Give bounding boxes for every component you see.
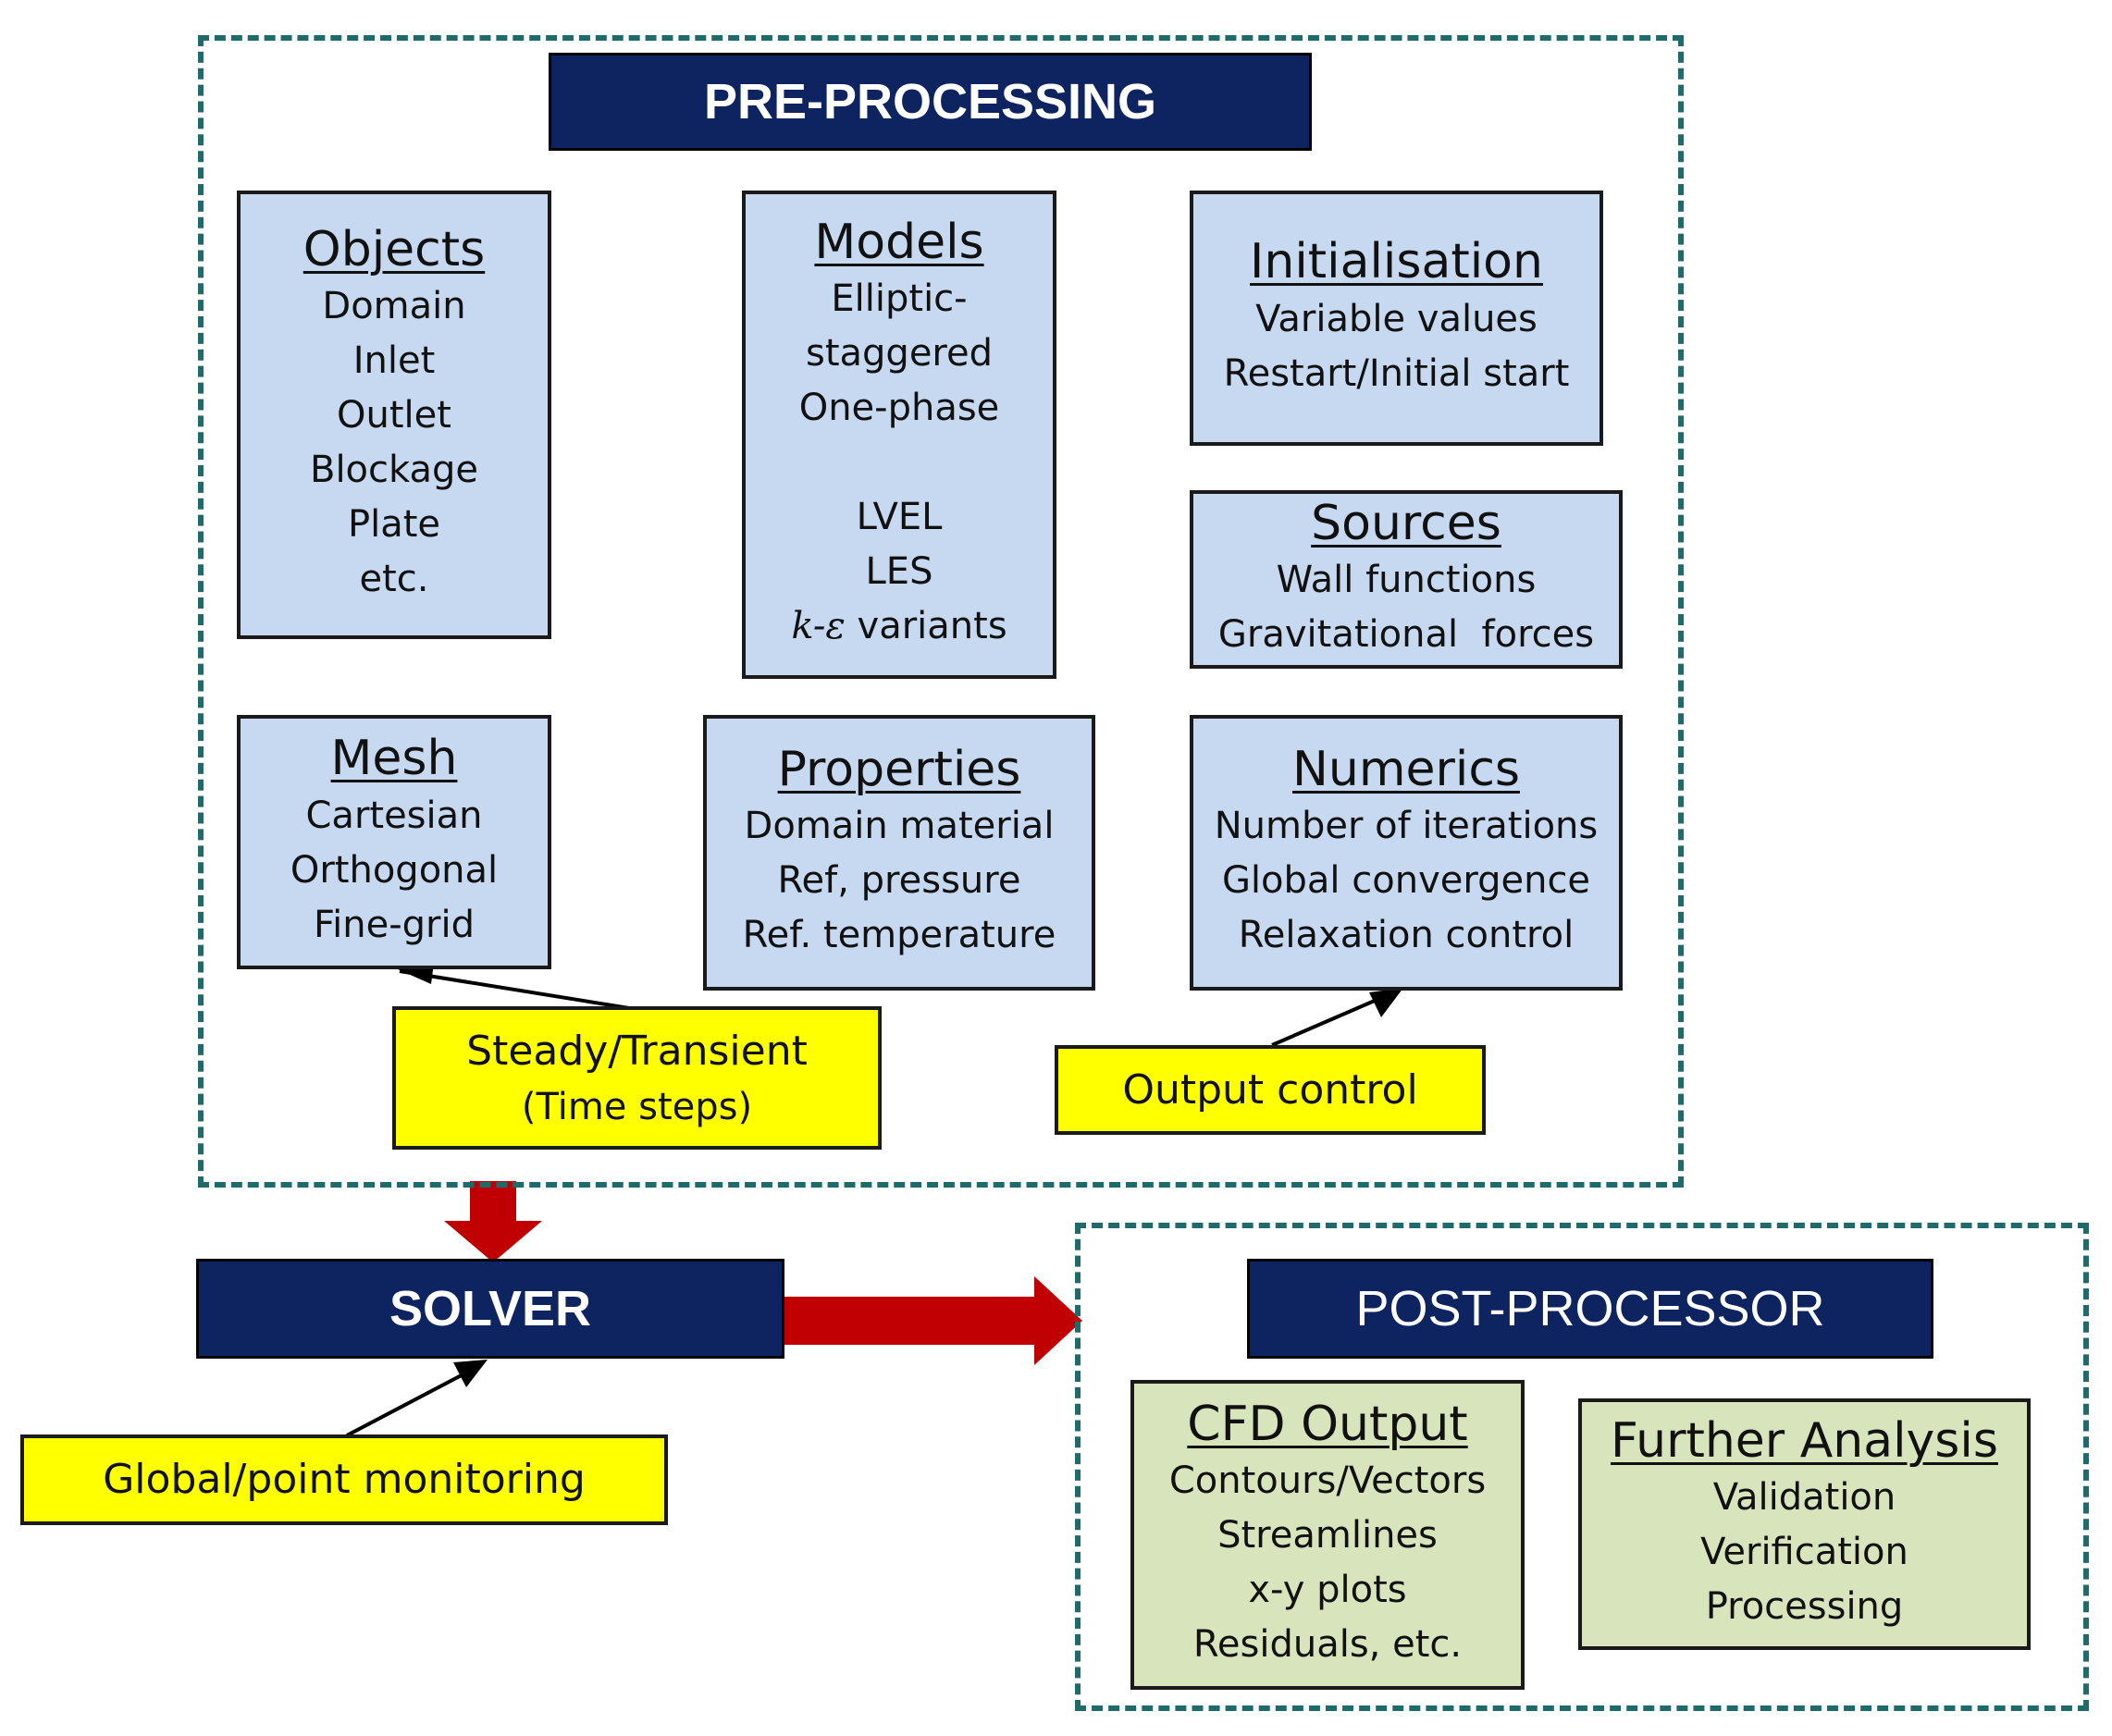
monitoring-to-solver-arrowhead	[453, 1360, 488, 1387]
objects-item: Plate	[347, 503, 441, 547]
mesh-item: Orthogonal	[290, 848, 499, 892]
solver-to-post-flow-arrow	[784, 1276, 1082, 1365]
output-to-numerics-arrow	[1271, 992, 1390, 1047]
cfd-output-item: Contours/Vectors	[1168, 1459, 1487, 1503]
models-item: Elliptic-	[831, 277, 968, 321]
objects-item: Inlet	[352, 339, 436, 383]
further-analysis-box: Further Analysis Validation Verification…	[1578, 1398, 2031, 1650]
cfd-output-box: CFD Output Contours/Vectors Streamlines …	[1130, 1380, 1525, 1690]
pre-processing-region	[198, 35, 1684, 1188]
mesh-title: Mesh	[330, 731, 458, 787]
models-box: Models Elliptic- staggered One-phase LVE…	[742, 191, 1056, 679]
models-item: One-phase	[798, 387, 1000, 430]
global-point-monitoring-note: Global/point monitoring	[20, 1434, 668, 1525]
steady-to-mesh-arrow	[399, 969, 630, 1010]
cfd-output-title: CFD Output	[1187, 1396, 1468, 1452]
output-control-note: Output control	[1055, 1045, 1486, 1135]
models-item-kepsilon: k-ε variants	[791, 599, 1007, 654]
objects-item: Outlet	[337, 394, 451, 437]
cfd-output-item: x-y plots	[1248, 1569, 1407, 1612]
objects-item: Blockage	[310, 449, 478, 492]
properties-item: Ref. temperature	[742, 914, 1056, 957]
further-analysis-item: Verification	[1700, 1531, 1908, 1574]
objects-title: Objects	[303, 221, 486, 277]
initialisation-box: Initialisation Variable values Restart/I…	[1190, 191, 1603, 446]
mesh-item: Fine-grid	[314, 903, 475, 946]
steady-transient-note: Steady/Transient (Time steps)	[392, 1006, 882, 1150]
numerics-box: Numerics Number of iterations Global con…	[1190, 715, 1623, 991]
initialisation-item: Restart/Initial start	[1223, 351, 1570, 395]
initialisation-title: Initialisation	[1250, 234, 1543, 290]
models-title: Models	[814, 214, 984, 270]
further-analysis-title: Further Analysis	[1611, 1412, 1998, 1469]
numerics-item: Number of iterations	[1214, 805, 1599, 848]
models-item: LES	[865, 550, 933, 594]
sources-title: Sources	[1311, 495, 1501, 551]
further-analysis-item: Validation	[1712, 1476, 1896, 1520]
monitoring-to-solver-arrow	[346, 1367, 475, 1437]
objects-item: Domain	[322, 285, 466, 328]
properties-item: Domain material	[744, 805, 1055, 848]
properties-box: Properties Domain material Ref, pressure…	[703, 715, 1095, 991]
properties-item: Ref, pressure	[777, 859, 1021, 903]
steady-transient-label: Steady/Transient	[466, 1027, 808, 1075]
further-analysis-item: Processing	[1705, 1585, 1904, 1629]
sources-item: Gravitational forces	[1217, 613, 1595, 657]
mesh-box: Mesh Cartesian Orthogonal Fine-grid	[237, 715, 551, 969]
models-item: staggered	[806, 332, 993, 376]
cfd-output-item: Streamlines	[1217, 1514, 1438, 1557]
time-steps-label: (Time steps)	[521, 1085, 753, 1128]
numerics-title: Numerics	[1291, 741, 1520, 797]
kepsilon-symbol: k-ε	[791, 605, 846, 648]
initialisation-item: Variable values	[1255, 297, 1538, 340]
properties-title: Properties	[777, 741, 1021, 797]
mesh-item: Cartesian	[305, 794, 483, 837]
output-to-numerics-arrowhead	[1369, 988, 1403, 1017]
cfd-output-item: Residuals, etc.	[1192, 1623, 1463, 1667]
kepsilon-text: variants	[845, 605, 1007, 648]
post-processor-banner: POST-PROCESSOR	[1247, 1259, 1933, 1359]
objects-item: etc.	[359, 558, 429, 601]
sources-box: Sources Wall functions Gravitational for…	[1190, 490, 1623, 669]
numerics-item: Global convergence	[1221, 859, 1591, 903]
solver-banner: SOLVER	[196, 1259, 784, 1359]
numerics-item: Relaxation control	[1238, 914, 1575, 957]
pre-to-solver-flow-arrow	[444, 1181, 542, 1262]
objects-box: Objects Domain Inlet Outlet Blockage Pla…	[237, 191, 551, 639]
pre-processing-banner: PRE-PROCESSING	[549, 53, 1312, 151]
models-item: LVEL	[856, 496, 943, 539]
post-processor-region	[1075, 1223, 2089, 1711]
sources-item: Wall functions	[1276, 559, 1537, 602]
